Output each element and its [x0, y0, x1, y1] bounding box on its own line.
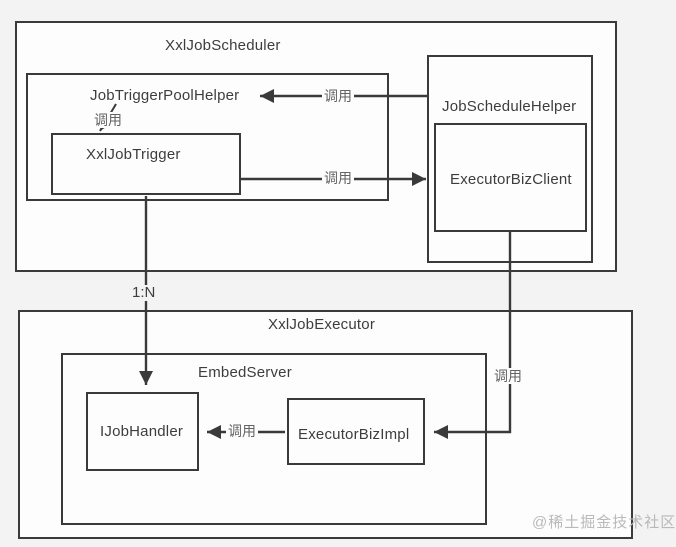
edge-label-call-impl-to-handler: 调用 — [226, 423, 258, 439]
box-executor-biz-client — [434, 123, 587, 232]
title-job-schedule-helper: JobScheduleHelper — [442, 98, 577, 115]
watermark-text: @稀土掘金技术社区 — [532, 514, 676, 531]
edge-label-call-trigger-to-client: 调用 — [322, 170, 354, 186]
box-executor-biz-impl — [287, 398, 425, 465]
edge-label-call-client-to-impl: 调用 — [492, 368, 524, 384]
title-embed-server: EmbedServer — [198, 364, 292, 381]
box-ijob-handler — [86, 392, 199, 471]
title-xxl-job-executor: XxlJobExecutor — [268, 316, 376, 333]
title-xxl-job-scheduler: XxlJobScheduler — [165, 37, 281, 54]
edge-label-one-to-n: 1:N — [130, 284, 158, 301]
edge-label-call-pool-to-trigger: 调用 — [92, 112, 124, 128]
title-ijob-handler: IJobHandler — [100, 423, 184, 440]
edge-label-call-schedule-to-pool: 调用 — [322, 88, 354, 104]
title-job-trigger-pool-helper: JobTriggerPoolHelper — [90, 87, 240, 104]
title-executor-biz-impl: ExecutorBizImpl — [298, 426, 410, 443]
box-xxl-job-trigger — [51, 133, 241, 195]
title-executor-biz-client: ExecutorBizClient — [450, 171, 572, 188]
title-xxl-job-trigger: XxlJobTrigger — [86, 146, 181, 163]
